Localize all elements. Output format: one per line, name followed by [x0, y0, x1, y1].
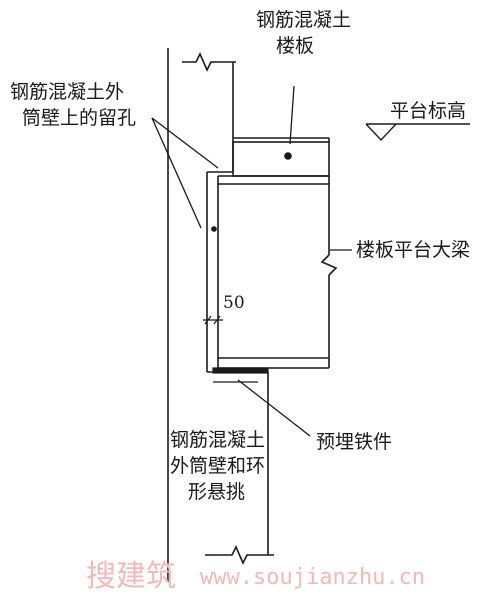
- leader-lines: [151, 85, 352, 437]
- beam-break: [320, 254, 338, 276]
- embedded-part-label: 预埋铁件: [316, 431, 392, 453]
- hole-label-line1: 钢筋混凝土外: [10, 81, 124, 103]
- embedded-leader: [237, 379, 311, 437]
- watermark-url: www.soujianzhu.cn: [200, 565, 425, 590]
- slab-leader: [289, 85, 295, 145]
- platform-level-symbol: [365, 123, 470, 142]
- slab-label-line2: 楼板: [276, 35, 314, 57]
- slab-section: [232, 141, 330, 177]
- hole-label-line2: 筒壁上的留孔: [22, 107, 136, 129]
- wall-bottom-break: [205, 545, 274, 565]
- platform-beam: [217, 175, 338, 369]
- embedded-plate: [212, 367, 269, 383]
- wall-label-line2: 外筒壁和环: [170, 455, 265, 477]
- hole-marker: [211, 226, 217, 232]
- dimension-value: 50: [223, 293, 245, 313]
- slab-label-line1: 钢筋混凝土: [256, 9, 351, 31]
- platform-level-label: 平台标高: [390, 100, 466, 122]
- wall-label-line1: 钢筋混凝土: [170, 429, 265, 451]
- hole-leader-2: [151, 117, 219, 169]
- watermark-chinese: 搜建筑: [86, 559, 176, 594]
- wall-label-line3: 形悬挑: [188, 481, 245, 503]
- beam-label: 楼板平台大梁: [356, 239, 470, 261]
- dimension-mark: [203, 315, 223, 325]
- slab-rebar-dot: [284, 152, 292, 160]
- wall-top-break: [182, 52, 236, 72]
- outer-wall: [167, 48, 274, 582]
- slab: [232, 137, 330, 177]
- hole-leader-1: [151, 117, 202, 229]
